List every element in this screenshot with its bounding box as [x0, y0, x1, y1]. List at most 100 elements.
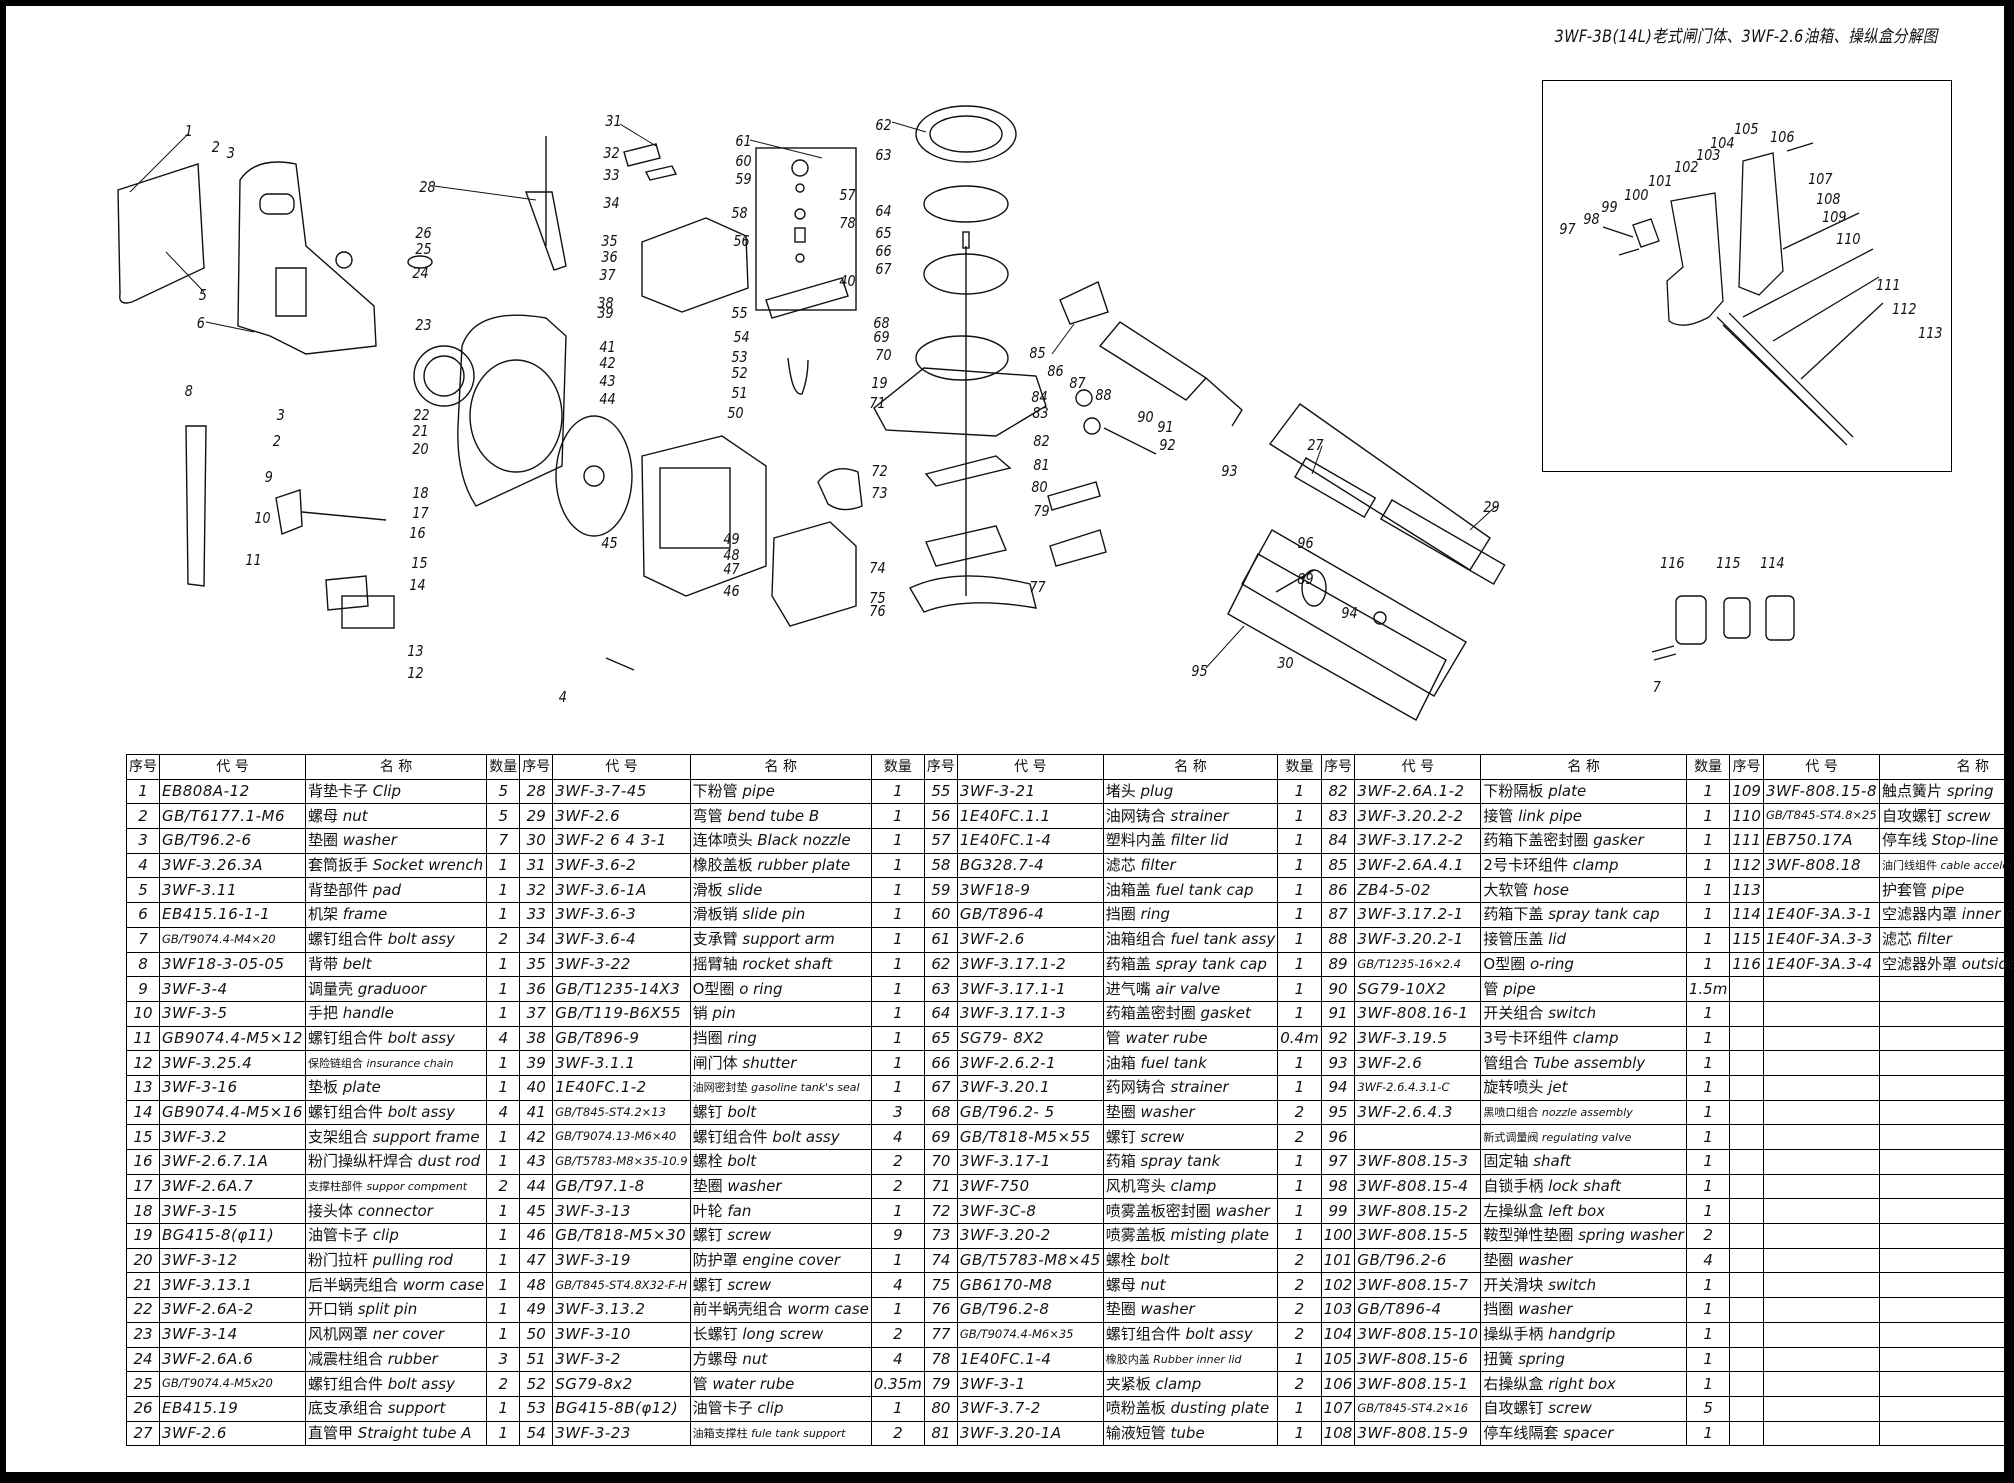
- part-code: EB415.16-1-1: [159, 902, 306, 928]
- empty-cell: [1729, 1173, 1764, 1200]
- part-code: GB/T818-M5×55: [956, 1124, 1104, 1150]
- part-number: 47: [519, 1247, 554, 1274]
- part-name-en: pin: [707, 1004, 736, 1023]
- part-number: 88: [1320, 926, 1356, 953]
- part-quantity: 1: [1685, 1272, 1731, 1299]
- callout-number: 67: [875, 260, 892, 278]
- part-name-en: connector: [352, 1201, 433, 1220]
- part-name-en: handle: [337, 1004, 394, 1023]
- empty-cell: [1762, 1272, 1881, 1299]
- part-name: 手把 handle: [304, 1000, 488, 1027]
- part-quantity: 4: [486, 1025, 521, 1052]
- callout-number: 12: [407, 664, 424, 682]
- part-quantity: 1: [1685, 1124, 1731, 1150]
- part-name-en: air valve: [1150, 979, 1221, 998]
- part-name-en: rubber: [382, 1349, 438, 1368]
- part-name-en: filter: [1135, 856, 1176, 875]
- part-number: 74: [923, 1247, 958, 1274]
- part-name-en: o ring: [734, 979, 783, 998]
- part-name-cn: 支架组合: [307, 1127, 368, 1146]
- empty-cell: [1879, 1346, 2014, 1373]
- part-name: 长螺钉 long screw: [689, 1321, 872, 1348]
- part-name: 护套管 pipe: [1879, 877, 2014, 904]
- part-quantity: 3: [486, 1346, 521, 1373]
- part-name-cn: 支承臂: [692, 930, 738, 949]
- part-name-cn: 旋转喷头: [1483, 1078, 1544, 1097]
- part-name-cn: 底支承组合: [307, 1399, 383, 1418]
- empty-cell: [1729, 1395, 1764, 1422]
- part-name-cn: 橡胶盖板: [692, 856, 753, 875]
- part-name-cn: 螺钉: [692, 1275, 723, 1294]
- part-name: O型圈 o ring: [689, 976, 872, 1002]
- part-quantity: 1: [486, 1420, 521, 1447]
- part-quantity: 1: [1685, 1000, 1731, 1027]
- callout-number: 17: [412, 504, 429, 522]
- part-code: 3WF-3-16: [159, 1074, 306, 1101]
- part-name: 垫圈 washer: [1480, 1247, 1687, 1274]
- part-number: 27: [126, 1420, 160, 1447]
- part-quantity: 1: [486, 1247, 521, 1274]
- part-name-cn: 支撑柱部件: [307, 1180, 363, 1194]
- empty-cell: [1729, 1247, 1764, 1274]
- part-code: 3WF-2.6: [552, 803, 691, 830]
- part-name-en: bolt: [722, 1152, 757, 1171]
- part-name-cn: 油门线组件: [1882, 859, 1938, 873]
- part-name: 粉门操纵杆焊合 dust rod: [304, 1149, 488, 1175]
- part-number: 65: [923, 1025, 958, 1052]
- part-name-cn: 滑板: [692, 880, 723, 899]
- callout-number: 19: [871, 374, 888, 392]
- part-quantity: 1: [1277, 1149, 1322, 1175]
- part-name-en: handgrip: [1543, 1325, 1616, 1344]
- part-code: 3WF-3.6-4: [552, 926, 691, 953]
- empty-cell: [1729, 1025, 1764, 1052]
- part-number: 22: [126, 1297, 160, 1323]
- part-name-en: Black nozzle: [752, 831, 851, 850]
- part-quantity: 1: [486, 1321, 521, 1348]
- part-code: 3WF-2.6.2-1: [956, 1050, 1104, 1076]
- part-name-en: ner cover: [367, 1325, 445, 1344]
- part-code: 1E40FC.1-4: [956, 1346, 1104, 1373]
- part-quantity: 1: [870, 1247, 925, 1274]
- part-quantity: 4: [870, 1124, 925, 1150]
- part-name-en: screw: [722, 1226, 772, 1245]
- part-name-cn: 挡圈: [1105, 905, 1136, 924]
- part-quantity: 2: [870, 1321, 925, 1348]
- callout-number: 35: [601, 232, 618, 250]
- part-number: 11: [126, 1025, 160, 1052]
- part-name: 鞍型弹性垫圈 spring washer: [1480, 1223, 1687, 1249]
- part-name-cn: 背带: [307, 954, 338, 973]
- part-name-en: dust rod: [412, 1152, 481, 1171]
- callout-number: 103: [1696, 146, 1721, 164]
- part-name: 2号卡环组件 clamp: [1480, 852, 1687, 879]
- part-name: 下粉隔板 plate: [1480, 778, 1687, 805]
- part-name-en: washer: [337, 831, 397, 850]
- part-code: 3WF-3-21: [956, 778, 1104, 805]
- callout-number: 115: [1716, 554, 1741, 572]
- callout-number: 114: [1760, 554, 1785, 572]
- part-code: 3WF-3.26.3A: [159, 852, 306, 879]
- part-number: 29: [519, 803, 554, 830]
- part-quantity: 1: [1277, 926, 1322, 953]
- callout-number: 106: [1770, 128, 1795, 146]
- part-name-cn: 减震柱组合: [307, 1349, 383, 1368]
- callout-number: 34: [603, 194, 620, 212]
- part-name-cn: 手把: [307, 1004, 338, 1023]
- empty-cell: [1879, 1124, 2014, 1150]
- part-name: 接管压盖 lid: [1480, 926, 1687, 953]
- part-name-en: dusting plate: [1165, 1399, 1270, 1418]
- part-name-cn: 保险链组合: [307, 1056, 363, 1070]
- part-code: 3WF18-9: [956, 877, 1104, 904]
- part-quantity: 1: [1685, 1025, 1731, 1052]
- part-code: ZB4-5-02: [1354, 877, 1482, 904]
- part-code: GB/T96.2-8: [956, 1297, 1104, 1323]
- callout-number: 32: [603, 144, 620, 162]
- callout-number: 10: [254, 509, 271, 527]
- part-number: 110: [1729, 803, 1764, 830]
- callout-number: 2: [211, 138, 220, 156]
- part-quantity: 1: [1685, 1173, 1731, 1200]
- part-name-en: Clip: [367, 782, 402, 801]
- part-name: 螺钉 screw: [1102, 1124, 1279, 1150]
- part-number: 97: [1320, 1149, 1356, 1175]
- part-name-en: graduoor: [352, 979, 427, 998]
- part-code: 3WF-808.15-3: [1354, 1149, 1482, 1175]
